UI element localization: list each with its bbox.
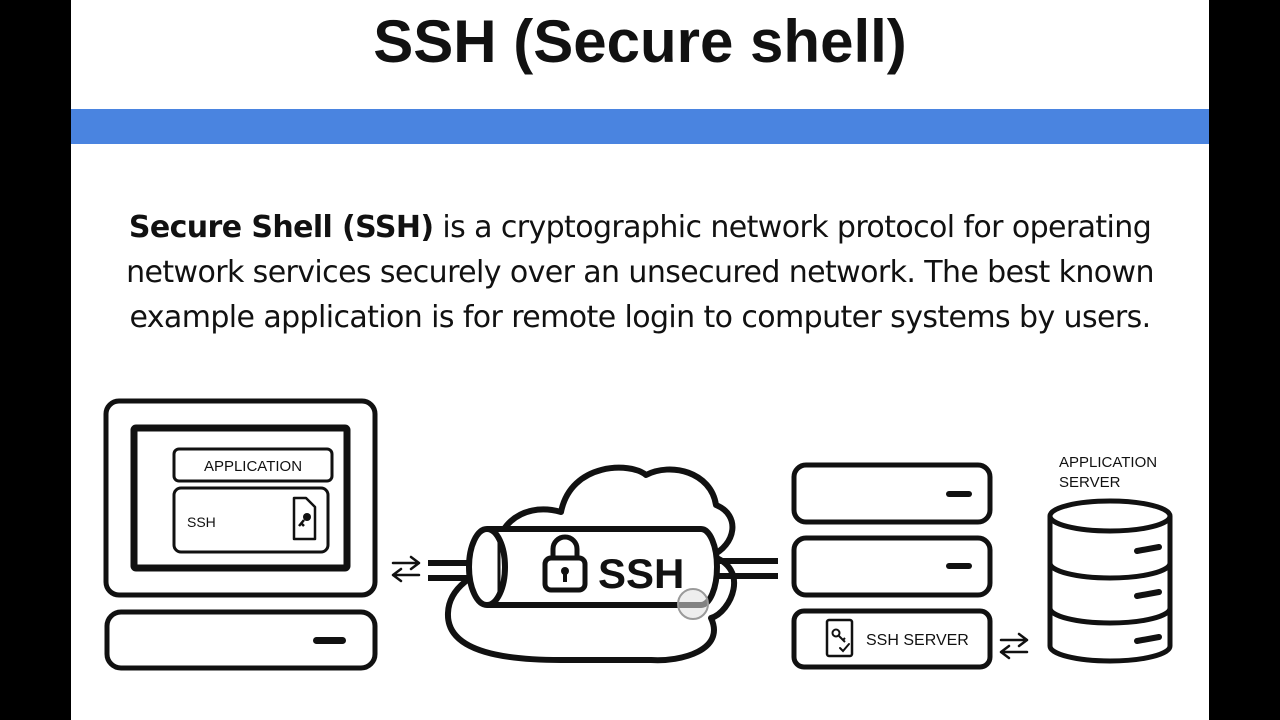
ssh-diagram: APPLICATION SSH xyxy=(103,398,1173,671)
exchange-arrows-icon xyxy=(999,632,1029,660)
cursor-indicator xyxy=(677,588,709,620)
client-app-label: APPLICATION xyxy=(204,458,302,475)
client-ssh-label: SSH xyxy=(187,514,216,530)
database-icon xyxy=(1047,498,1173,664)
app-server-label-line2: SERVER xyxy=(1059,474,1121,491)
server-unit-1-light xyxy=(946,491,972,497)
description-text: is a cryptographic network protocol for … xyxy=(126,210,1154,335)
server-unit-1 xyxy=(791,462,993,525)
key-document-icon xyxy=(292,496,317,541)
ssh-server-label: SSH SERVER xyxy=(866,632,969,649)
server-rack: SSH SERVER xyxy=(791,462,993,670)
client-computer: APPLICATION SSH xyxy=(103,398,378,671)
slide: SSH (Secure shell) Secure Shell (SSH) is… xyxy=(71,0,1209,720)
exchange-arrows-icon xyxy=(391,555,421,583)
client-drive-slot xyxy=(313,637,346,644)
description-term: Secure Shell (SSH) xyxy=(128,210,434,245)
app-server-label-line1: APPLICATION xyxy=(1059,454,1157,471)
accent-bar xyxy=(71,109,1209,144)
slide-title: SSH (Secure shell) xyxy=(373,8,907,75)
client-ssh-box xyxy=(172,486,330,554)
server-unit-2 xyxy=(791,535,993,598)
tunnel-label: SSH xyxy=(598,550,684,597)
description-paragraph: Secure Shell (SSH) is a cryptographic ne… xyxy=(85,205,1195,340)
server-unit-2-light xyxy=(946,563,972,569)
padlock-icon xyxy=(542,534,588,593)
certificate-icon xyxy=(825,618,854,658)
client-base xyxy=(104,609,378,671)
client-app-box xyxy=(172,447,334,483)
